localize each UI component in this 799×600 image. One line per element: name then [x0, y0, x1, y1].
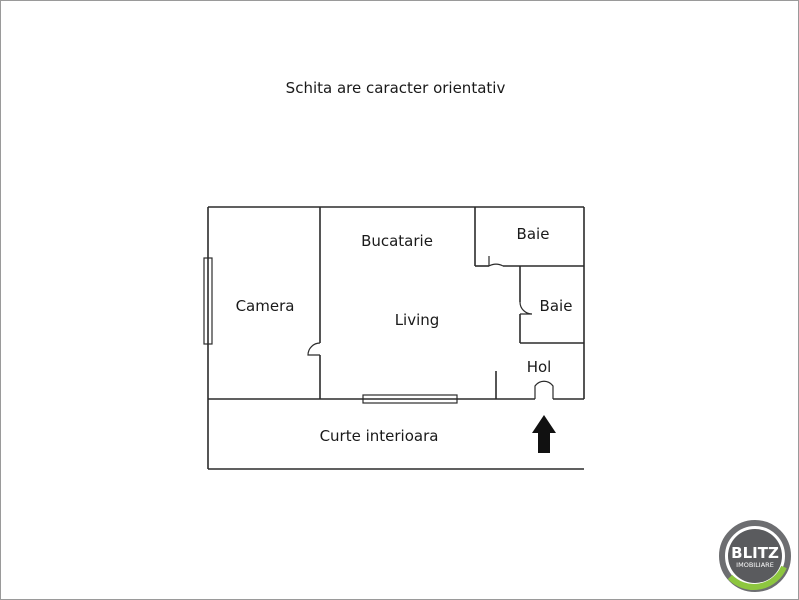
- window-living: [362, 394, 458, 404]
- room-label-living: Living: [395, 311, 440, 329]
- doors: [307, 256, 554, 399]
- room-label-bucatarie: Bucatarie: [361, 232, 433, 250]
- door-camera: [307, 342, 321, 356]
- logo-subtitle: IMOBILIARE: [736, 561, 774, 569]
- logo-brand: BLITZ: [731, 544, 779, 562]
- room-label-camera: Camera: [236, 297, 295, 315]
- room-label-hol: Hol: [527, 358, 552, 376]
- entrance-arrow-icon: [532, 415, 556, 453]
- room-label-baie-1: Baie: [517, 225, 550, 243]
- door-baie-1: [488, 256, 504, 267]
- outer-walls: [207, 206, 585, 470]
- blitz-logo: BLITZ IMOBILIARE: [719, 520, 791, 592]
- windows: [203, 257, 458, 404]
- window-camera: [203, 257, 213, 345]
- interior-walls: [319, 207, 584, 399]
- door-baie-2: [519, 301, 533, 315]
- room-label-baie-2: Baie: [540, 297, 573, 315]
- plan-disclaimer: Schita are caracter orientativ: [285, 79, 506, 97]
- room-label-curte: Curte interioara: [320, 427, 439, 445]
- door-entrance: [534, 380, 554, 399]
